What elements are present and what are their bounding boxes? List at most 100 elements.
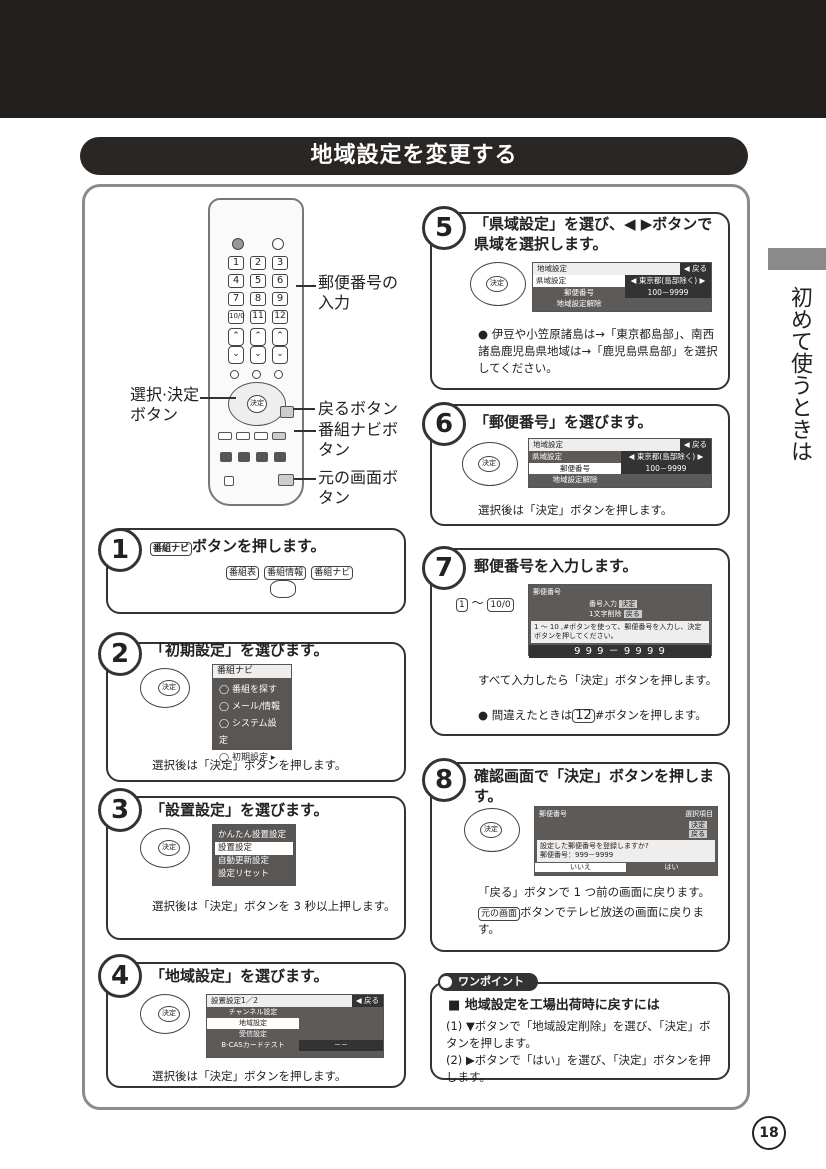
- menu-item-easy-setup[interactable]: かんたん設置設定: [218, 830, 287, 840]
- mute-button: [252, 370, 261, 379]
- row-prefecture[interactable]: 県域設定: [533, 275, 625, 287]
- onepoint-heading: ■ 地域設定を工場出荷時に戻すには: [448, 998, 660, 1013]
- step-number: 8: [422, 758, 466, 802]
- color-button-yellow: [274, 452, 286, 462]
- step-1-buttons: 番組表 番組情報 番組ナビ: [226, 560, 354, 580]
- step-8-title: 確認画面で「決定」ボタンを押します。: [474, 767, 715, 805]
- back-hint: 戻る: [689, 830, 707, 838]
- instruction-text: 1 ～ 10 ,#ボタンを使って、郵便番号を入力し、決定ボタンを押してください。: [531, 621, 709, 643]
- step-number: 2: [98, 632, 142, 676]
- step-5-title: 「県域設定」を選び、◀ ▶ボタンで県域を選択します。: [474, 215, 713, 253]
- prefecture-value: ◀ 東京都(島部除く) ▶: [621, 451, 711, 463]
- no-button[interactable]: いいえ: [535, 863, 626, 872]
- menu-item-search[interactable]: ◯ 番組を探す: [219, 685, 277, 695]
- step-4-title: 「地域設定」を選びます。: [150, 967, 329, 985]
- program-guide-tag: 番組表: [226, 566, 260, 580]
- step-number: 1: [98, 528, 142, 572]
- menu-item-mail[interactable]: ◯ メール/情報: [219, 702, 280, 712]
- screen-header: 郵便番号選択項目: [539, 810, 713, 818]
- num-key: 1: [228, 256, 244, 270]
- home-button-tag: 元の画面: [478, 907, 521, 921]
- data-button: [224, 476, 234, 486]
- confirm-message: 設定した郵便番号を登録しますか?郵便番号：999－9999: [537, 840, 715, 862]
- leader-line: [294, 430, 316, 432]
- num-key: 5: [250, 274, 266, 288]
- confirm-screen: 郵便番号選択項目 決定 戻る 設定した郵便番号を登録しますか?郵便番号：999－…: [534, 806, 718, 876]
- input-hints: 番号入力 決定: [589, 600, 638, 608]
- postal-input-screen: 郵便番号 番号入力 決定 1文字削除 戻る 1 ～ 10 ,#ボタンを使って、郵…: [528, 584, 712, 658]
- menu-item-install-setup[interactable]: 設置設定: [215, 842, 293, 855]
- volume-rocker: ⌃: [272, 328, 288, 346]
- menu-item-auto-update[interactable]: 自動更新設定: [218, 856, 270, 866]
- leader-line: [296, 285, 316, 287]
- screen-title: 地域設定: [537, 264, 567, 273]
- leader-line: [293, 408, 315, 410]
- dpad-center: 決定: [478, 456, 500, 472]
- step-8-note-1: 「戻る」ボタンで 1 つ前の画面に戻ります。: [478, 885, 710, 899]
- key-range: 1 ～ 10/0: [456, 594, 514, 612]
- onepoint-box: [430, 982, 730, 1080]
- num-key: 2: [250, 256, 266, 270]
- program-info-tag: 番組情報: [264, 566, 307, 580]
- dpad-center: 決定: [158, 1006, 180, 1022]
- channel-rocker: ⌄: [250, 346, 266, 364]
- key-1: 1: [456, 598, 468, 612]
- onepoint-icon: [440, 976, 452, 988]
- prefecture-value[interactable]: ◀ 東京都(島部除く) ▶: [625, 275, 711, 287]
- menu-item-initial-setup[interactable]: ◯ 初期設定 ▸: [217, 750, 287, 767]
- step-7-note-1: すべて入力したら「決定」ボタンを押します。: [478, 673, 718, 687]
- onepoint-item-1: (1) ▼ボタンで「地域設定削除」を選び、「決定」ボタンを押します。: [446, 1019, 711, 1050]
- label-navi-button: 番組ナビボタン: [318, 420, 399, 459]
- step-3-note: 選択後は「決定」ボタンを 3 秒以上押します。: [152, 899, 396, 913]
- row-clear-region[interactable]: 地域設定解除: [552, 475, 598, 484]
- num-key: 11: [250, 310, 266, 324]
- step-number: 5: [422, 206, 466, 250]
- menu-item-channel[interactable]: チャンネル設定: [228, 1008, 278, 1016]
- num-key: 7: [228, 292, 244, 306]
- step-number: 3: [98, 788, 142, 832]
- step-4-note: 選択後は「決定」ボタンを押します。: [152, 1069, 347, 1083]
- step-6-title: 「郵便番号」を選びます。: [474, 413, 653, 431]
- page-number: 18: [752, 1116, 786, 1150]
- num-key: 6: [272, 274, 288, 288]
- delete-hints: 1文字削除 戻る: [589, 610, 642, 618]
- num-key: 8: [250, 292, 266, 306]
- step-2-note: 選択後は「決定」ボタンを押します。: [152, 758, 347, 772]
- menu-item-reception[interactable]: 受信設定: [239, 1030, 267, 1038]
- menu-header: 番組ナビ: [213, 665, 291, 678]
- menu-item-bcas[interactable]: B-CASカードテスト－－: [207, 1040, 383, 1051]
- install-setup-screen: 設置設定1／2◀ 戻る チャンネル設定 地域設定 受信設定 B-CASカードテス…: [206, 994, 384, 1058]
- volume-rocker: ⌄: [272, 346, 288, 364]
- row-clear-region[interactable]: 地域設定解除: [556, 299, 602, 308]
- num-key: 12: [272, 310, 288, 324]
- hand-dpad-icon: [462, 442, 518, 486]
- menu-item-region[interactable]: 地域設定: [207, 1018, 299, 1029]
- dpad-center: 決定: [158, 680, 180, 696]
- row-postal[interactable]: 郵便番号: [564, 288, 594, 297]
- back-button: [280, 406, 294, 418]
- yes-button[interactable]: はい: [664, 863, 679, 871]
- row-postal[interactable]: 郵便番号: [529, 463, 621, 474]
- onepoint-badge: ワンポイント: [438, 973, 538, 991]
- step-5-note: ● 伊豆や小笠原諸島は→「東京都島部」、南西諸島鹿児島県地域は→「鹿児島県島部」…: [478, 327, 718, 375]
- step-6-note: 選択後は「決定」ボタンを押します。: [478, 503, 673, 517]
- num-key: 3: [272, 256, 288, 270]
- row-prefecture[interactable]: 県域設定: [532, 452, 562, 461]
- step-1-title: 番組ナビボタンを押します。: [150, 536, 400, 556]
- region-setting-screen: 地域設定◀ 戻る 県域設定 ◀ 東京都(島部除く) ▶ 郵便番号 100－999…: [528, 438, 712, 488]
- program-list-button: [254, 432, 268, 440]
- menu-item-reset[interactable]: 設定リセット: [218, 869, 270, 879]
- navi-tag: 番組ナビ: [311, 566, 354, 580]
- menu-button: [274, 370, 283, 379]
- channel-rocker: ⌃: [228, 328, 244, 346]
- menu-item-system[interactable]: ◯ システム設定: [219, 719, 277, 746]
- step-8-note-2: 元の画面ボタンでテレビ放送の画面に戻ります。: [478, 905, 705, 936]
- label-back-button: 戻るボタン: [318, 399, 399, 418]
- key-12: 12: [572, 709, 595, 723]
- ok-hint: 決定: [689, 821, 707, 829]
- leader-line: [294, 478, 316, 480]
- num-key: 4: [228, 274, 244, 288]
- navi-tag: 番組ナビ: [150, 542, 193, 556]
- navi-menu-screen: 番組ナビ ◯ 番組を探す ◯ メール/情報 ◯ システム設定 ◯ 初期設定 ▸: [212, 664, 292, 767]
- dpad: [228, 382, 286, 426]
